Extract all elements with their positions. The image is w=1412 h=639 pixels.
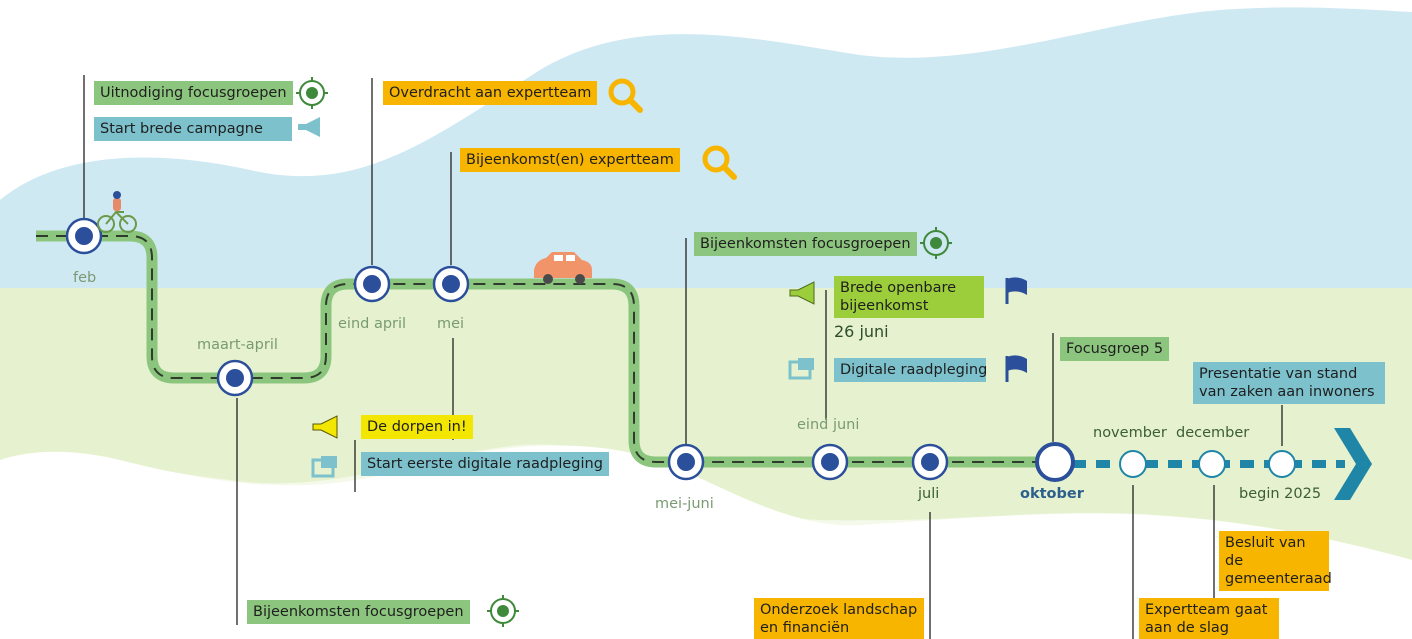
date-maart-april: maart-april — [197, 337, 278, 353]
event-start-brede-campagne: Start brede campagne — [94, 117, 292, 141]
car-icon — [534, 252, 592, 284]
cyclist-icon — [97, 191, 137, 233]
date-26-juni: 26 juni — [834, 322, 889, 341]
node-eind-april — [353, 265, 391, 303]
megaphone-icon — [312, 415, 338, 439]
date-feb: feb — [73, 270, 97, 286]
target-icon — [296, 77, 328, 109]
event-presentatie-inwoners: Presentatie van stand van zaken aan inwo… — [1193, 362, 1385, 404]
event-start-eerste-digitale-raadpleging: Start eerste digitale raadpleging — [361, 452, 609, 476]
node-november — [1119, 450, 1147, 478]
flag-icon — [1005, 277, 1027, 304]
node-juli — [911, 443, 949, 481]
date-mei-juni: mei-juni — [655, 496, 714, 512]
event-expertteam-aan-de-slag: Expertteam gaat aan de slag — [1139, 598, 1279, 639]
event-onderzoek-landschap: Onderzoek landschap en financiën — [754, 598, 924, 639]
node-feb — [65, 217, 103, 255]
event-digitale-raadpleging: Digitale raadpleging — [834, 358, 987, 382]
event-uitnodiging-focusgroepen: Uitnodiging focusgroepen — [94, 81, 293, 105]
node-mei — [432, 265, 470, 303]
event-besluit-gemeenteraad: Besluit van de gemeenteraad — [1219, 531, 1332, 591]
node-oktober — [1035, 442, 1075, 482]
timeline-nodes — [65, 217, 1296, 482]
node-maart-april — [216, 359, 254, 397]
target-icon — [487, 595, 519, 627]
screen-icon — [788, 358, 814, 380]
event-dorpen-in: De dorpen in! — [361, 415, 473, 439]
date-mei: mei — [437, 316, 465, 332]
node-eind-juni — [811, 443, 849, 481]
date-eind-april: eind april — [338, 316, 407, 332]
node-mei-juni — [667, 443, 705, 481]
megaphone-icon — [789, 281, 815, 305]
event-bijeenkomst-expertteam: Bijeenkomst(en) expertteam — [460, 148, 680, 172]
target-icon — [920, 227, 952, 259]
screen-icon — [311, 456, 337, 478]
magnifier-icon — [608, 78, 643, 113]
connector-lines — [83, 75, 1283, 639]
node-december — [1198, 450, 1226, 478]
road-dashes — [36, 235, 1050, 463]
event-bijeenkomsten-focusgroepen-bottom: Bijeenkomsten focusgroepen — [247, 600, 470, 624]
megaphone-icon — [298, 117, 320, 137]
date-december: december — [1176, 425, 1250, 441]
date-oktober: oktober — [1020, 486, 1084, 502]
date-november: november — [1093, 425, 1167, 441]
flag-icon — [1005, 355, 1027, 382]
event-brede-openbare-bijeenkomst: Brede openbare bijeenkomst — [834, 276, 984, 318]
arrow-head — [1334, 428, 1372, 500]
event-overdracht-expertteam: Overdracht aan expertteam — [383, 81, 598, 105]
grass-shape — [0, 288, 1412, 560]
magnifier-icon — [702, 145, 737, 180]
node-begin-2025 — [1268, 450, 1296, 478]
date-begin-2025: begin 2025 — [1239, 486, 1322, 502]
event-focusgroep-5: Focusgroep 5 — [1060, 337, 1170, 361]
meadow-shape — [0, 444, 1412, 639]
date-eind-juni: eind juni — [797, 417, 860, 433]
date-juli: juli — [918, 486, 940, 502]
event-bijeenkomsten-focusgroepen-top: Bijeenkomsten focusgroepen — [694, 232, 917, 256]
